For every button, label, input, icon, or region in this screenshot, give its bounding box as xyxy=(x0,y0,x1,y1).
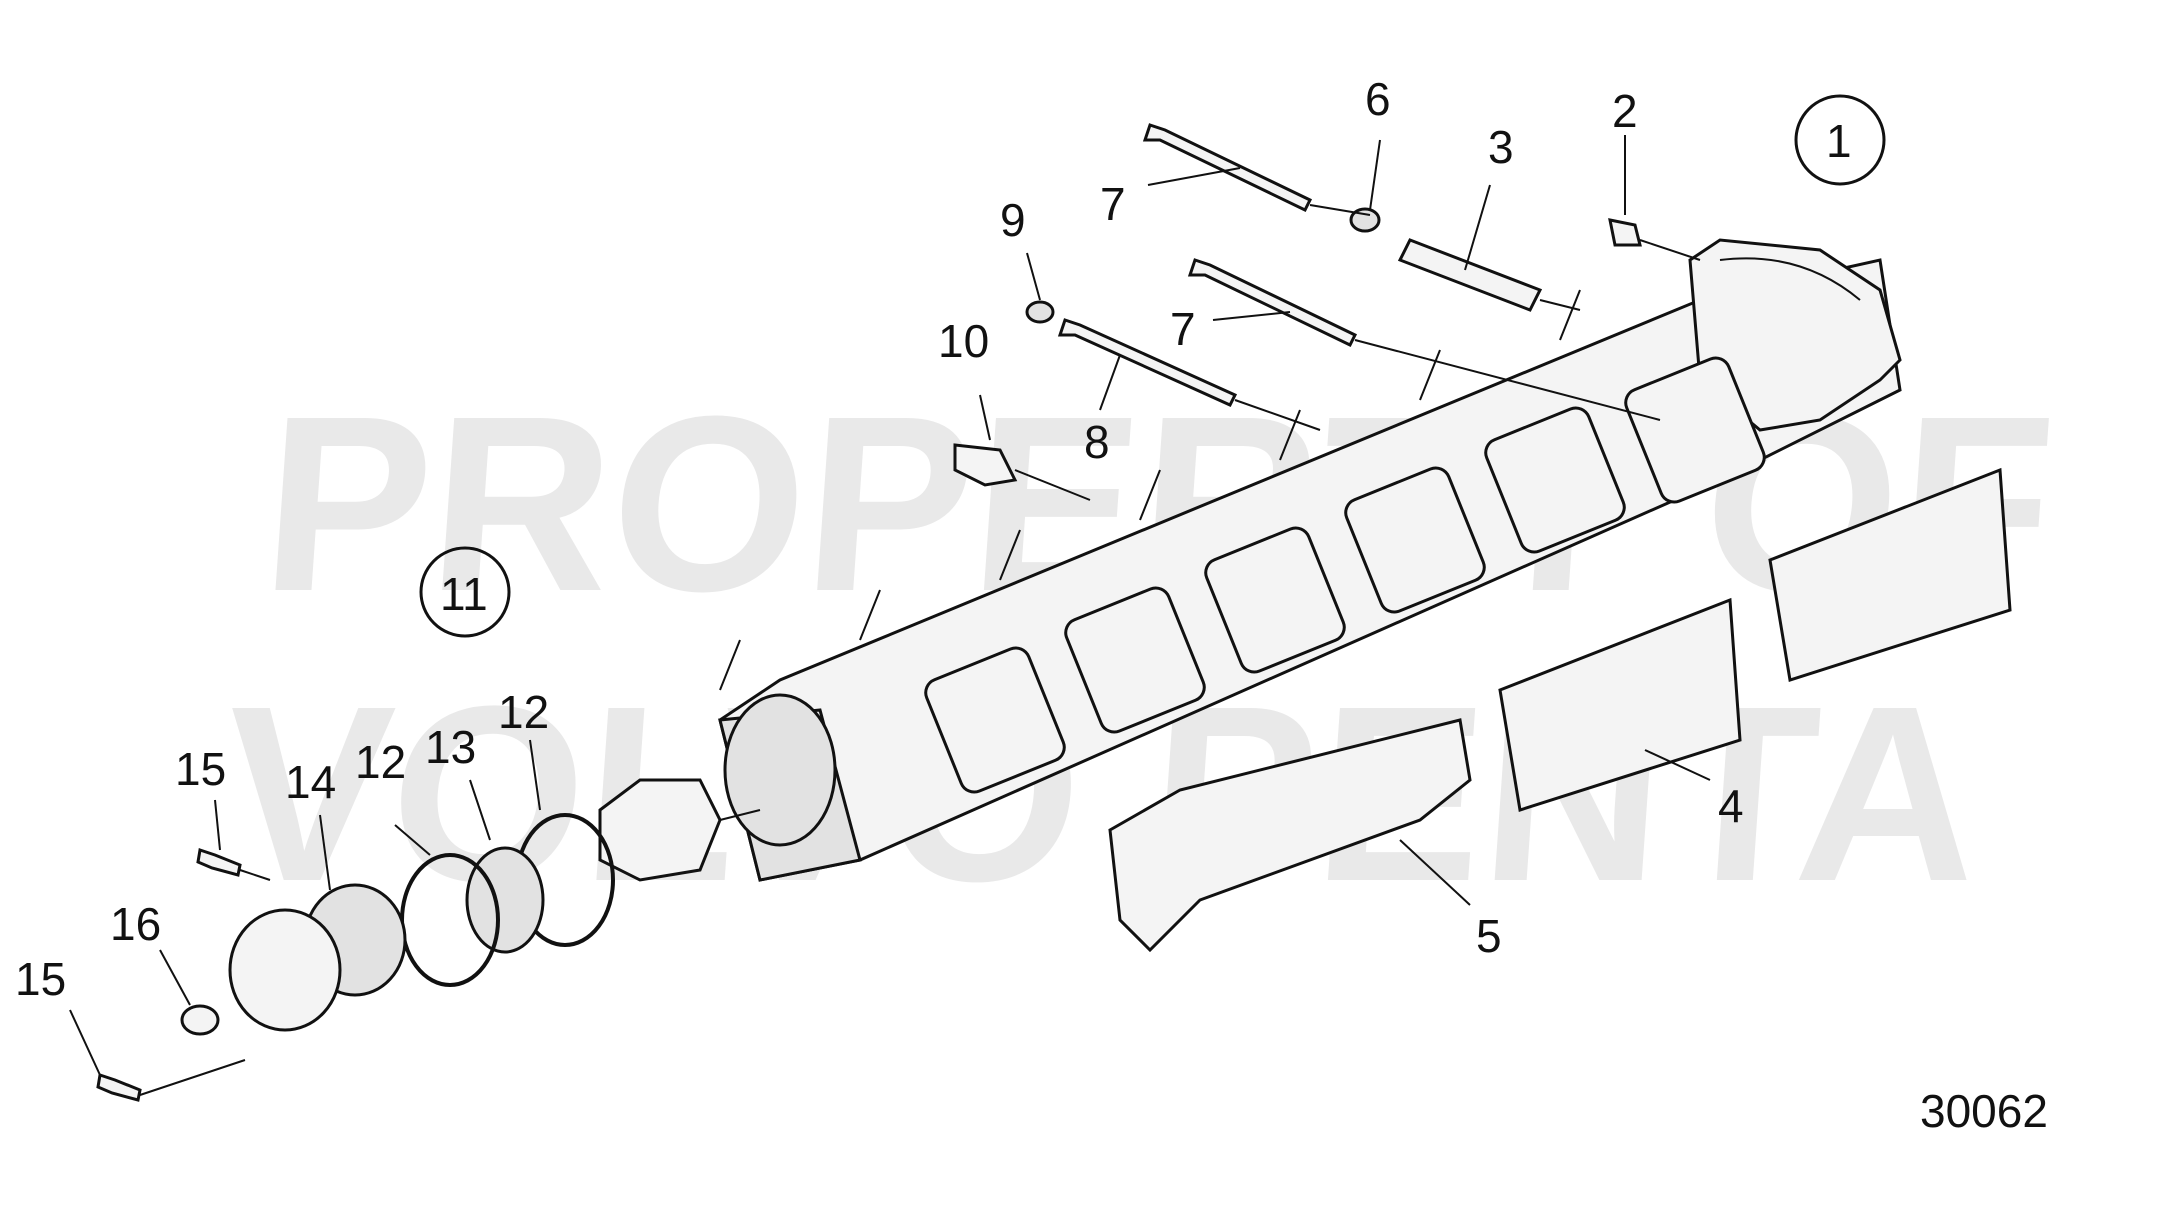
screw-lower-left xyxy=(96,1073,142,1102)
washer-upper xyxy=(1349,207,1381,233)
callout-12-left: 12 xyxy=(355,736,406,788)
callout-1: 1 xyxy=(1826,115,1852,167)
long-bolt-middle xyxy=(1187,258,1358,347)
spacer-sleeve xyxy=(1397,238,1543,312)
callout-6: 6 xyxy=(1365,73,1391,125)
callout-8: 8 xyxy=(1084,416,1110,468)
gasket-middle xyxy=(1498,597,1742,812)
cover-flange xyxy=(228,908,342,1032)
gasket-rear xyxy=(1768,467,2012,682)
callout-16: 16 xyxy=(110,898,161,950)
gasket-front xyxy=(1108,718,1472,953)
callout-2: 2 xyxy=(1612,85,1638,137)
callout-circle-1 xyxy=(1794,94,1886,186)
callout-9: 9 xyxy=(1000,194,1026,246)
callout-11: 11 xyxy=(440,568,488,620)
screw-top-right xyxy=(1608,218,1642,247)
manifold-studs xyxy=(719,289,1581,691)
callout-leaders xyxy=(69,135,1711,1076)
thermostat-assembly xyxy=(96,778,761,1102)
callout-13: 13 xyxy=(425,721,476,773)
callout-12-right: 12 xyxy=(498,686,549,738)
callout-4: 4 xyxy=(1718,780,1744,832)
washer-lower xyxy=(1025,300,1055,324)
callout-labels: 1 2 3 4 5 6 7 7 8 9 10 11 12 12 13 14 15… xyxy=(15,73,1852,1005)
thermostat-insert xyxy=(598,778,722,882)
fasteners-top xyxy=(953,123,1701,501)
callout-circle-11 xyxy=(419,546,511,638)
long-bolt-upper xyxy=(1142,123,1313,212)
figure-number: 30062 xyxy=(1920,1085,2048,1137)
callout-3: 3 xyxy=(1488,121,1514,173)
seal-ring xyxy=(465,846,545,954)
callout-7-lower: 7 xyxy=(1170,303,1196,355)
callout-15-upper: 15 xyxy=(175,743,226,795)
screw-upper-left xyxy=(196,848,242,877)
manifold-port-flanges xyxy=(924,356,1766,794)
stud-bolt xyxy=(1057,318,1238,407)
callout-10: 10 xyxy=(938,315,989,367)
manifold-inlet-throat xyxy=(723,693,837,847)
bushing xyxy=(180,1004,220,1036)
callout-15-lower: 15 xyxy=(15,953,66,1005)
manifold-gaskets xyxy=(1108,467,2012,953)
callout-14: 14 xyxy=(285,756,336,808)
exhaust-manifold xyxy=(718,238,1902,882)
temperature-sensor xyxy=(953,443,1018,487)
callout-5: 5 xyxy=(1476,910,1502,962)
callout-7-upper: 7 xyxy=(1100,178,1126,230)
